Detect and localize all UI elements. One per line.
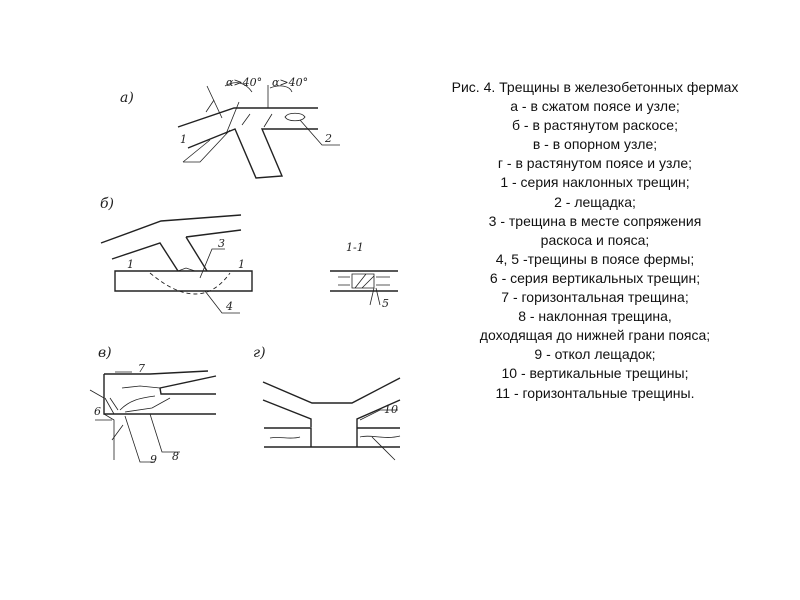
caption-line: в - в опорном узле; (532, 136, 658, 153)
caption-line: 4, 5 -трещины в поясе фермы; (495, 250, 695, 267)
caption-line: г - в растянутом поясе и узле; (497, 155, 693, 172)
caption-line: а - в сжатом поясе и узле; (510, 98, 680, 115)
caption-line: 1 - серия наклонных трещин; (500, 174, 690, 191)
caption-line: 2 - лещадка; (554, 193, 636, 210)
section-title: 1-1 (346, 241, 364, 254)
caption-line: 7 - горизонтальная трещина; (501, 289, 689, 306)
mark-7: 7 (138, 362, 145, 375)
mark-3: 3 (218, 237, 225, 250)
panel-a-label: а) (120, 90, 134, 106)
section-mark-right: 1 (238, 258, 245, 271)
angle-label-2: α>40° (272, 76, 308, 89)
section-mark-left: 1 (127, 258, 134, 271)
angle-label-1: α>40° (226, 76, 262, 89)
mark-6: 6 (94, 405, 101, 418)
caption-line: раскоса и пояса; (540, 231, 650, 248)
panel-g-label: г) (253, 345, 266, 361)
caption-line: 8 - наклонная трещина, (518, 308, 672, 325)
caption-line: доходящая до нижней грани пояса; (479, 327, 711, 344)
panel-b-label: б) (100, 196, 114, 212)
panel-v-label: в) (98, 345, 112, 361)
mark-10: 10 (384, 403, 398, 416)
caption-line: б - в растянутом раскосе; (512, 117, 678, 134)
caption-line: 11 - горизонтальные трещины. (495, 384, 695, 401)
panel-b: б) 3 4 1 1 1-1 5 (100, 196, 398, 314)
caption-line: 10 - вертикальные трещины; (501, 365, 689, 382)
caption-line: 9 - откол лещадок; (534, 346, 656, 363)
mark-4: 4 (225, 300, 233, 313)
mark-1: 1 (180, 133, 187, 146)
mark-2: 2 (324, 132, 332, 145)
panel-g: г) 10 (253, 345, 401, 461)
panel-a: а) α>40° α>40° 1 2 (120, 76, 340, 179)
mark-5: 5 (382, 297, 389, 310)
caption-line: 6 - серия вертикальных трещин; (489, 269, 701, 286)
caption-line: 3 - трещина в месте сопряжения (488, 212, 702, 229)
figure-caption: Рис. 4. Трещины в железобетонных фермах … (400, 78, 790, 403)
mark-8: 8 (172, 450, 179, 463)
panel-v: в) 7 6 8 9 (89, 345, 217, 466)
mark-9: 9 (150, 453, 157, 466)
caption-title: Рис. 4. Трещины в железобетонных фермах (451, 79, 739, 95)
